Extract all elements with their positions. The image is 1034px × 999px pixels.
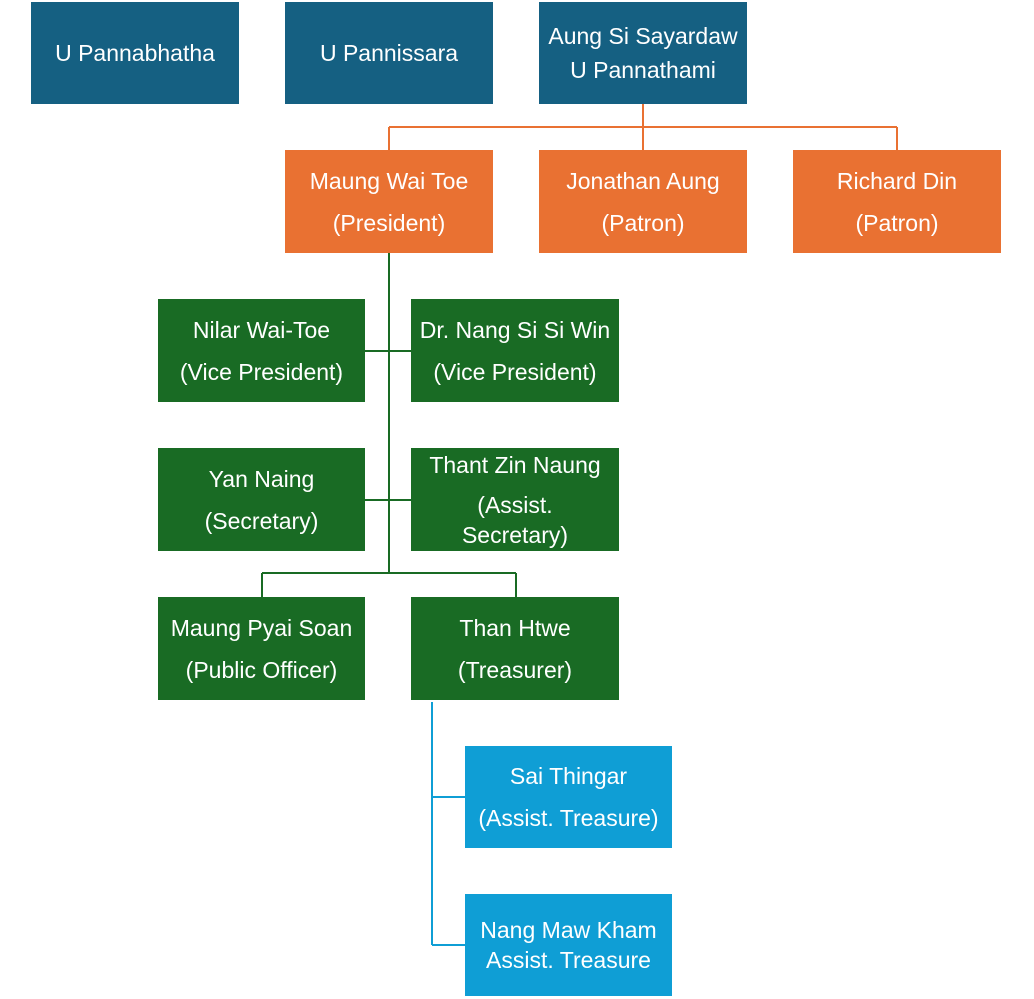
- node-jonathan-aung: Jonathan Aung (Patron): [539, 150, 747, 253]
- node-role: (Assist. Treasure): [478, 805, 659, 831]
- committee-connectors: [261, 253, 517, 597]
- node-name: U Pannissara: [319, 40, 459, 66]
- node-name: Maung Pyai Soan: [170, 614, 353, 641]
- node-role: (Treasurer): [457, 656, 573, 683]
- treasury-connectors: [431, 702, 465, 946]
- node-name-line-1: Aung Si Sayardaw: [548, 23, 738, 49]
- node-role: (Vice President): [179, 358, 344, 385]
- node-nilar-wai-toe: Nilar Wai-Toe (Vice President): [158, 299, 365, 402]
- node-nang-si-si-win: Dr. Nang Si Si Win (Vice President): [411, 299, 619, 402]
- node-yan-naing: Yan Naing (Secretary): [158, 448, 365, 551]
- node-name: Dr. Nang Si Si Win: [419, 316, 611, 343]
- node-name: U Pannabhatha: [55, 40, 215, 66]
- node-sai-thingar: Sai Thingar (Assist. Treasure): [465, 746, 672, 848]
- node-role: (Patron): [601, 209, 685, 236]
- node-name: Jonathan Aung: [566, 167, 720, 194]
- node-role: Assist. Treasure: [486, 947, 651, 973]
- node-u-pannabhatha: U Pannabhatha: [31, 2, 239, 104]
- node-role: (Patron): [855, 209, 939, 236]
- node-role-line-2: Secretary): [461, 521, 569, 548]
- node-name-line-2: U Pannathami: [570, 57, 716, 83]
- node-aung-si-sayardaw: Aung Si Sayardaw U Pannathami: [539, 2, 747, 104]
- node-name: Nang Maw Kham: [480, 917, 657, 943]
- node-u-pannissara: U Pannissara: [285, 2, 493, 104]
- node-nang-maw-kham: Nang Maw Kham Assist. Treasure: [465, 894, 672, 996]
- node-name: Maung Wai Toe: [309, 167, 469, 194]
- node-richard-din: Richard Din (Patron): [793, 150, 1001, 253]
- node-name: Thant Zin Naung: [429, 451, 601, 478]
- node-role: (President): [332, 209, 446, 236]
- node-name: Sai Thingar: [509, 763, 628, 789]
- patron-connectors: [388, 104, 898, 150]
- node-thant-zin-naung: Thant Zin Naung (Assist. Secretary): [411, 448, 619, 551]
- node-role: (Public Officer): [185, 656, 338, 683]
- node-maung-pyai-soan: Maung Pyai Soan (Public Officer): [158, 597, 365, 700]
- node-name: Nilar Wai-Toe: [192, 316, 331, 343]
- node-name: Richard Din: [836, 167, 958, 194]
- node-role: (Secretary): [204, 507, 319, 534]
- node-name: Yan Naing: [208, 465, 315, 492]
- node-than-htwe: Than Htwe (Treasurer): [411, 597, 619, 700]
- node-role: (Vice President): [433, 358, 597, 385]
- node-maung-wai-toe: Maung Wai Toe (President): [285, 150, 493, 253]
- node-name: Than Htwe: [459, 614, 571, 641]
- node-role-line-1: (Assist.: [477, 491, 553, 518]
